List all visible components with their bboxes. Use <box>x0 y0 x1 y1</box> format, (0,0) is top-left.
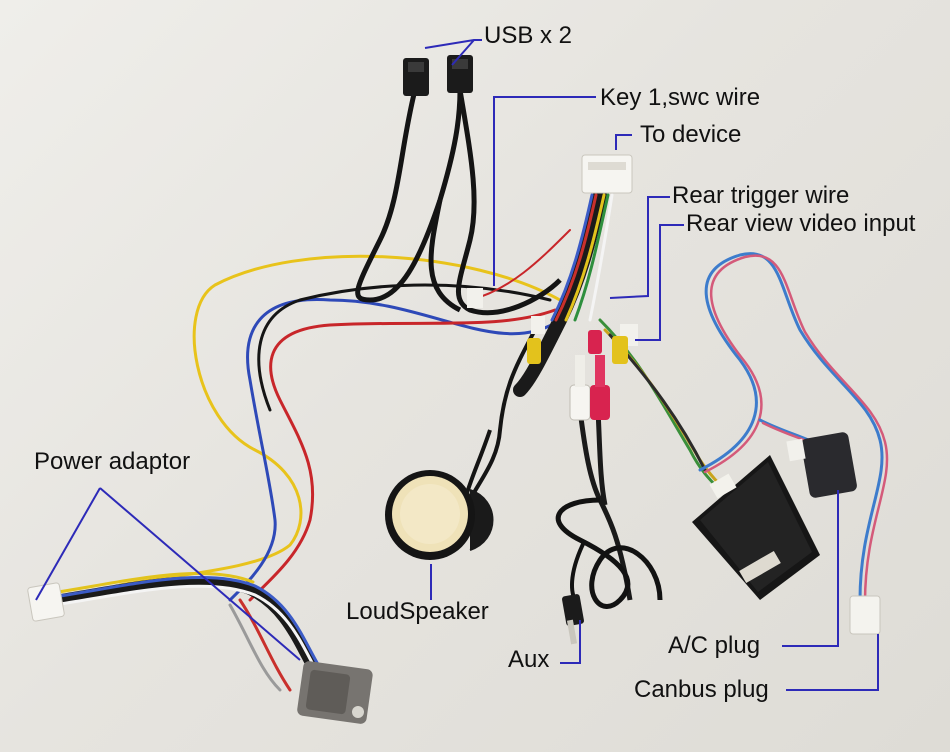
label-to-device: To device <box>640 121 742 148</box>
power-adaptor-connector-left <box>27 582 65 622</box>
canbus-plug-connector <box>849 595 881 635</box>
label-canbus-plug: Canbus plug <box>634 676 769 703</box>
rca-plug-red <box>590 355 610 420</box>
power-adaptor-harness <box>50 571 327 692</box>
canbus-box <box>692 455 820 600</box>
power-adaptor-leader-left <box>35 487 101 601</box>
rca-plug-white <box>569 355 591 421</box>
power-adaptor-connector-right <box>297 661 373 724</box>
label-key-swc-wire: Key 1,swc wire <box>600 84 761 111</box>
wire-tag-key <box>467 288 483 308</box>
ac-plug-foam <box>786 432 857 498</box>
wire-tag <box>531 316 545 334</box>
to-device-leader <box>615 134 632 150</box>
leader-lines <box>35 39 879 691</box>
usb-cables <box>355 89 562 316</box>
canbus-plug-leader <box>786 634 879 691</box>
ac-plug-leader <box>782 490 839 647</box>
label-rear-trigger-wire: Rear trigger wire <box>672 182 850 209</box>
label-rear-view-video-input: Rear view video input <box>686 210 916 237</box>
label-power-adaptor: Power adaptor <box>34 448 191 475</box>
rca-plug-yellow-left <box>527 338 541 364</box>
usb-connector-right <box>447 55 473 93</box>
usb-connector-left <box>403 58 429 96</box>
rca-plug-red-upper <box>588 330 602 354</box>
main-harness-bundle <box>513 188 614 397</box>
aux-cable <box>555 497 663 645</box>
label-ac-plug: A/C plug <box>668 632 761 659</box>
loudspeaker <box>385 429 494 560</box>
rca-cables <box>577 409 633 601</box>
to-device-connector <box>581 154 633 194</box>
label-aux: Aux <box>508 646 550 673</box>
rear-view-leader <box>635 224 684 341</box>
aux-leader <box>560 620 581 664</box>
key-swc-leader <box>493 96 596 286</box>
label-loudspeaker: LoudSpeaker <box>346 598 489 625</box>
rca-plug-yellow <box>612 336 628 364</box>
rear-trigger-leader <box>609 196 670 299</box>
power-adaptor-leader-right <box>99 487 301 661</box>
label-usb: USB x 2 <box>484 22 573 49</box>
